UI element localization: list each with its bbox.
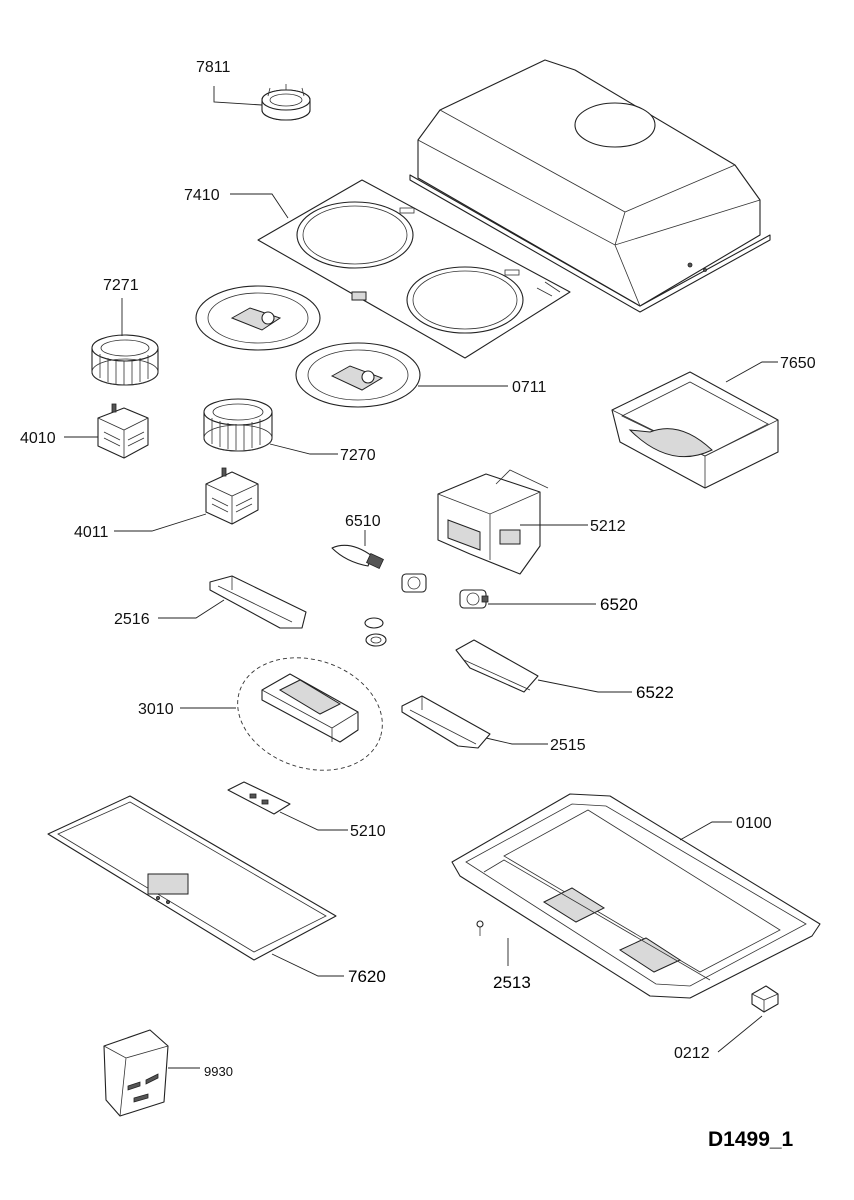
- label-6510: 6510: [345, 513, 381, 530]
- leader-2515: [485, 737, 548, 745]
- leader-7650: [725, 361, 778, 383]
- label-2516: 2516: [114, 611, 150, 628]
- label-0212: 0212: [674, 1045, 710, 1062]
- leader-0212: [717, 1015, 763, 1053]
- part-7811-collar: [261, 84, 311, 121]
- label-2515: 2515: [550, 737, 586, 754]
- label-2513: 2513: [493, 973, 531, 992]
- part-hood-body: [409, 59, 771, 313]
- label-0711: 0711: [512, 379, 547, 396]
- label-4011: 4011: [74, 524, 109, 541]
- label-7620: 7620: [348, 967, 386, 986]
- part-2513-screw: [476, 920, 484, 936]
- part-6522-lamp-cover: [455, 639, 539, 693]
- label-7270: 7270: [340, 447, 376, 464]
- part-6520-lamp-socket: [459, 589, 489, 609]
- part-7620-grease-filter: [47, 795, 337, 961]
- dashed-group-outline: [237, 657, 383, 771]
- part-9930-screw-bag: [103, 1029, 169, 1117]
- part-4011-motor: [205, 467, 259, 525]
- leader-5210: [279, 811, 348, 831]
- leader-4011: [114, 513, 207, 532]
- part-2516-cover: [209, 575, 307, 629]
- drawing-reference: D1499_1: [708, 1128, 794, 1151]
- part-2515-cover: [401, 695, 491, 749]
- part-7650-carbon-filter-tray: [611, 371, 779, 489]
- part-6510-bulb: [331, 544, 384, 570]
- label-7410: 7410: [184, 187, 220, 204]
- leader-7620: [271, 953, 344, 977]
- label-3010: 3010: [138, 701, 174, 718]
- part-7271-fan-wheel: [91, 334, 159, 386]
- label-4010: 4010: [20, 430, 56, 447]
- leader-7811: [213, 86, 263, 106]
- part-0212-clip: [751, 985, 779, 1013]
- label-7650: 7650: [780, 355, 816, 372]
- part-5212-bracket: [437, 469, 549, 575]
- label-6520: 6520: [600, 595, 638, 614]
- part-0711-fan-housing: [295, 342, 421, 408]
- label-5210: 5210: [350, 823, 386, 840]
- label-5212: 5212: [590, 518, 626, 535]
- part-7270-fan-wheel: [203, 398, 273, 452]
- part-3010-control-module: [261, 673, 359, 743]
- part-7410-plate: [257, 179, 571, 359]
- leader-0100: [679, 821, 732, 841]
- label-0100: 0100: [736, 815, 772, 832]
- part-0100-bottom-panel: [451, 793, 821, 999]
- leader-2516: [158, 599, 225, 619]
- label-7811: 7811: [196, 59, 231, 76]
- part-lamp-holder: [401, 573, 427, 593]
- leader-6522: [537, 679, 632, 693]
- part-5210-switch-plate: [227, 781, 291, 815]
- leader-7270: [269, 443, 338, 455]
- part-fan-housing-upper: [195, 285, 321, 351]
- part-small-caps: [364, 617, 387, 647]
- label-6522: 6522: [636, 683, 674, 702]
- label-9930: 9930: [204, 1064, 233, 1079]
- leader-7410: [230, 193, 289, 219]
- label-7271: 7271: [103, 277, 139, 294]
- part-4010-motor: [97, 403, 149, 459]
